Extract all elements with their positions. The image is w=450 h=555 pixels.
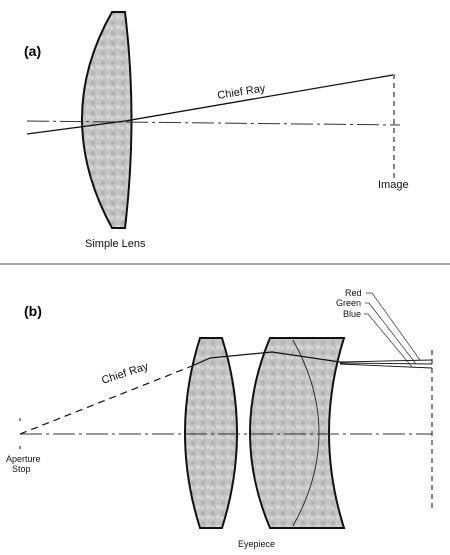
eyepiece-doublet xyxy=(249,337,346,529)
leader-red xyxy=(366,292,421,361)
simple-lens-label: Simple Lens xyxy=(85,238,146,250)
chief-ray-b xyxy=(191,351,341,367)
optical-axis-a xyxy=(26,120,401,126)
eyepiece-lens-1 xyxy=(184,337,238,529)
ray-blue xyxy=(339,363,433,369)
simple-lens xyxy=(81,11,133,229)
panel-a-label: (a) xyxy=(24,43,41,59)
chief-ray-label-a: Chief Ray xyxy=(217,82,267,101)
panel-a: (a) Chief Ray Image Simple Lens xyxy=(24,11,409,250)
color-label-red: Red xyxy=(345,288,362,298)
color-legend: Red Green Blue xyxy=(336,288,421,368)
panel-b-label: (b) xyxy=(24,303,42,319)
color-label-green: Green xyxy=(336,298,361,308)
chief-ray-b-dashed xyxy=(19,365,193,435)
color-label-blue: Blue xyxy=(343,309,361,319)
chief-ray-a xyxy=(26,74,394,135)
aperture-stop-label-1: Aperture xyxy=(6,454,41,464)
ray-green xyxy=(339,362,433,365)
aperture-stop-label-2: Stop xyxy=(12,464,31,474)
doublet-cement-surface xyxy=(292,339,320,527)
eyepiece-label: Eyepiece xyxy=(238,539,275,549)
ray-red xyxy=(339,359,433,363)
image-label: Image xyxy=(378,179,409,191)
leader-blue xyxy=(364,313,413,368)
leader-green xyxy=(365,302,417,365)
chief-ray-label-b: Chief Ray xyxy=(100,360,150,386)
panel-b: (b) Red Green Blue Chief Ray Apert xyxy=(6,288,433,549)
